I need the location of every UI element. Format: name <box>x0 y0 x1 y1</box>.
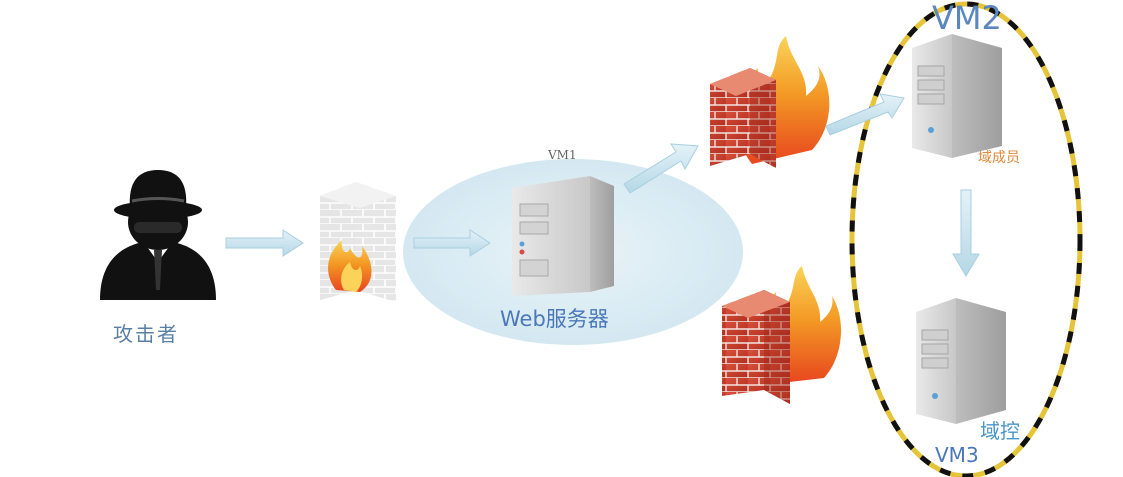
attacker-label: 攻击者 <box>113 322 179 346</box>
vm1-label: VM1 <box>548 148 577 162</box>
firewall-icon <box>722 266 842 404</box>
domain-member-label: 域成员 <box>978 150 1020 166</box>
arrow-icon <box>825 93 905 136</box>
arrow-icon <box>413 229 491 257</box>
server-icon <box>916 298 1006 424</box>
arrow-icon <box>623 143 699 194</box>
arrow-icon <box>225 229 304 257</box>
domain-zone-dashes <box>849 1 1083 477</box>
attacker-icon <box>100 170 216 300</box>
server-icon <box>912 34 1002 158</box>
web-server-label: Web服务器 <box>500 307 609 331</box>
vm3-label: VM3 <box>935 443 979 467</box>
server-icon <box>512 176 614 296</box>
firewall-icon <box>320 182 396 302</box>
arrow-icon <box>952 189 980 277</box>
domain-controller-label: 域控 <box>980 419 1020 443</box>
firewall-icon <box>710 36 830 168</box>
vm2-label: VM2 <box>932 0 1002 37</box>
